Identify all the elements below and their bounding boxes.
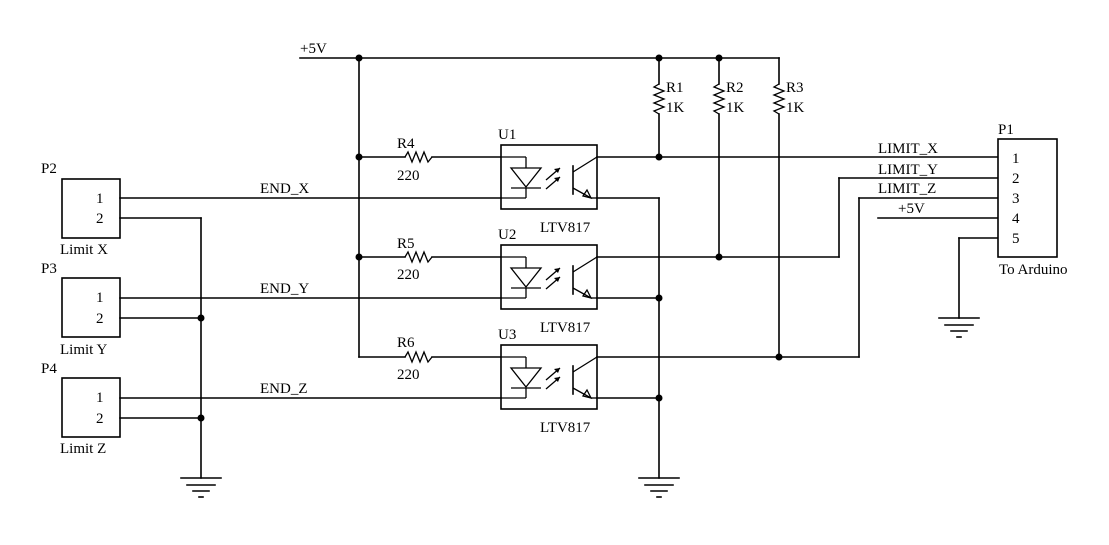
net-end-x: END_X: [119, 181, 502, 199]
net-limit-y: LIMIT_Y: [596, 162, 999, 261]
resistor-r5: R5 220: [358, 236, 502, 283]
r5-ref: R5: [397, 236, 415, 252]
r4-value: 220: [397, 168, 420, 184]
p4-ref: P4: [41, 361, 57, 377]
end-z-label: END_Z: [260, 381, 308, 397]
ground-symbol-center: [638, 477, 680, 498]
p1-pin4-net-label: +5V: [898, 201, 925, 217]
r3-value: 1K: [786, 100, 805, 116]
left-ground-bus: [119, 217, 205, 479]
limit-y-label: LIMIT_Y: [878, 162, 938, 178]
p2-name: Limit X: [60, 242, 108, 258]
u2-ref: U2: [498, 227, 516, 243]
net-end-z: END_Z: [119, 381, 502, 399]
net-limit-x: LIMIT_X: [596, 141, 999, 161]
p1-ref: P1: [998, 122, 1014, 138]
net-p1-pin5-ground: [938, 237, 999, 338]
p3-name: Limit Y: [60, 342, 108, 358]
u3-ref: U3: [498, 327, 516, 343]
r1-value: 1K: [666, 100, 685, 116]
resistor-r4: R4 220: [358, 136, 502, 184]
u3-part: LTV817: [540, 420, 591, 436]
p1-pin-1: 1: [1012, 151, 1020, 167]
p2-pin-2: 2: [96, 211, 104, 227]
r6-ref: R6: [397, 335, 415, 351]
r5-value: 220: [397, 267, 420, 283]
p2-pin-1: 1: [96, 191, 104, 207]
emitter-ground-bus: [596, 197, 663, 479]
limit-z-label: LIMIT_Z: [878, 181, 936, 197]
connector-p2: P2 1 2 Limit X: [41, 161, 121, 258]
r2-value: 1K: [726, 100, 745, 116]
p1-pin-5: 5: [1012, 231, 1020, 247]
optocoupler-u2: U2 LTV817: [498, 227, 598, 336]
net-p1-pin4: +5V: [877, 201, 999, 219]
connector-p4: P4 1 2 Limit Z: [41, 361, 121, 457]
p4-pin-1: 1: [96, 390, 104, 406]
p3-pin-2: 2: [96, 311, 104, 327]
p1-name: To Arduino: [999, 262, 1068, 278]
p4-name: Limit Z: [60, 441, 106, 457]
r2-ref: R2: [726, 80, 744, 96]
resistor-r1: R1 1K: [652, 57, 685, 158]
resistor-r2: R2 1K: [712, 57, 745, 258]
end-x-label: END_X: [260, 181, 309, 197]
net-end-y: END_Y: [119, 281, 502, 299]
p1-pin-2: 2: [1012, 171, 1020, 187]
supply-rail: +5V: [299, 41, 780, 358]
p4-pin-2: 2: [96, 411, 104, 427]
r3-ref: R3: [786, 80, 804, 96]
u1-part: LTV817: [540, 220, 591, 236]
u2-part: LTV817: [540, 320, 591, 336]
p3-pin-1: 1: [96, 290, 104, 306]
optocoupler-u1: U1 LTV817: [498, 127, 598, 236]
r1-ref: R1: [666, 80, 684, 96]
connector-p1: P1 1 2 3 4 5 To Arduino: [997, 122, 1068, 278]
supply-label: +5V: [300, 41, 327, 57]
connector-p3: P3 1 2 Limit Y: [41, 261, 121, 358]
p2-ref: P2: [41, 161, 57, 177]
limit-x-label: LIMIT_X: [878, 141, 938, 157]
u1-ref: U1: [498, 127, 516, 143]
r4-ref: R4: [397, 136, 415, 152]
resistor-r6: R6 220: [358, 335, 502, 383]
r6-value: 220: [397, 367, 420, 383]
end-y-label: END_Y: [260, 281, 309, 297]
p3-ref: P3: [41, 261, 57, 277]
optocoupler-u3: U3 LTV817: [498, 327, 598, 436]
net-limit-z: LIMIT_Z: [596, 181, 999, 361]
p1-pin-4: 4: [1012, 211, 1020, 227]
ground-symbol-left: [180, 477, 222, 498]
p1-pin-3: 3: [1012, 191, 1020, 207]
resistor-r3: R3 1K: [772, 57, 805, 358]
